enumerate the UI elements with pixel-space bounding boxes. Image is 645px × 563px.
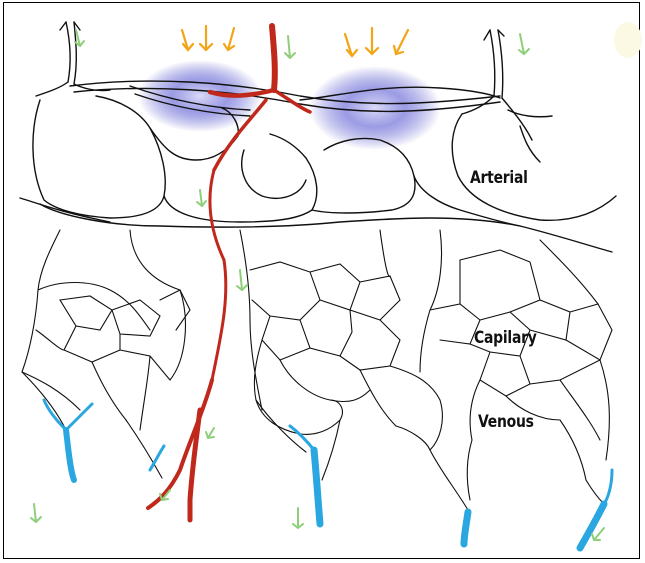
arterial-network (20, 22, 616, 252)
capillary-network (22, 230, 612, 480)
capillary-label: Capilary (474, 328, 537, 348)
arrow-down-orange-icon (200, 26, 212, 50)
arrow-down-green-icon (75, 30, 84, 46)
arrow-down-green-icon (237, 270, 247, 290)
arrow-down-orange-icon (394, 30, 408, 54)
arrow-down-green-icon (31, 504, 41, 522)
venous-network (22, 372, 604, 510)
venous-label: Venous (478, 412, 534, 432)
arrow-down-green-icon (293, 508, 303, 528)
arrow-down-orange-icon (182, 30, 193, 50)
arrow-down-orange-icon (366, 28, 378, 54)
arrow-down-green-icon (206, 428, 214, 438)
arrow-down-green-icon (519, 34, 529, 54)
arrow-down-green-icon (197, 190, 206, 206)
arterial-label: Arterial (470, 168, 528, 188)
arrow-down-green-icon (285, 36, 295, 58)
arrow-down-orange-icon (345, 34, 357, 56)
arrow-down-orange-icon (224, 28, 234, 50)
pale-spot (614, 22, 642, 58)
orange-arrows (182, 26, 408, 56)
